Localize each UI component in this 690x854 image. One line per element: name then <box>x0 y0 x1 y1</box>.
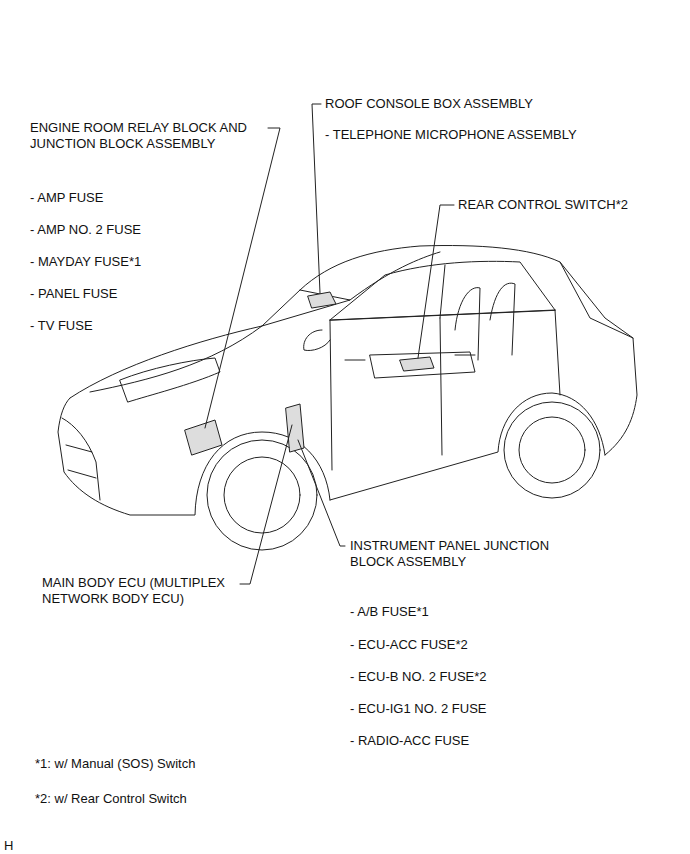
part-label: - ECU-ACC FUSE*2 <box>350 637 468 653</box>
part-label: INSTRUMENT PANEL JUNCTION BLOCK ASSEMBLY <box>350 538 580 570</box>
part-label: - MAYDAY FUSE*1 <box>30 254 141 270</box>
part-label: - RADIO-ACC FUSE <box>350 733 469 749</box>
part-label: - PANEL FUSE <box>30 286 117 302</box>
part-label: - TELEPHONE MICROPHONE ASSEMBLY <box>325 127 577 143</box>
part-label: - ECU-B NO. 2 FUSE*2 <box>350 669 487 685</box>
part-label: - ECU-IG1 NO. 2 FUSE <box>350 701 487 717</box>
part-label: *2: w/ Rear Control Switch <box>35 791 187 807</box>
part-label: *1: w/ Manual (SOS) Switch <box>35 756 195 772</box>
part-label: REAR CONTROL SWITCH*2 <box>458 197 628 213</box>
part-label: - AMP NO. 2 FUSE <box>30 222 141 238</box>
part-label: ENGINE ROOM RELAY BLOCK AND JUNCTION BLO… <box>30 120 268 152</box>
part-label: - TV FUSE <box>30 318 93 334</box>
part-label: ROOF CONSOLE BOX ASSEMBLY <box>325 96 533 112</box>
part-label: - A/B FUSE*1 <box>350 604 429 620</box>
part-label: MAIN BODY ECU (MULTIPLEX NETWORK BODY EC… <box>42 575 242 607</box>
part-label: - AMP FUSE <box>30 190 103 206</box>
part-label: H <box>4 838 13 854</box>
